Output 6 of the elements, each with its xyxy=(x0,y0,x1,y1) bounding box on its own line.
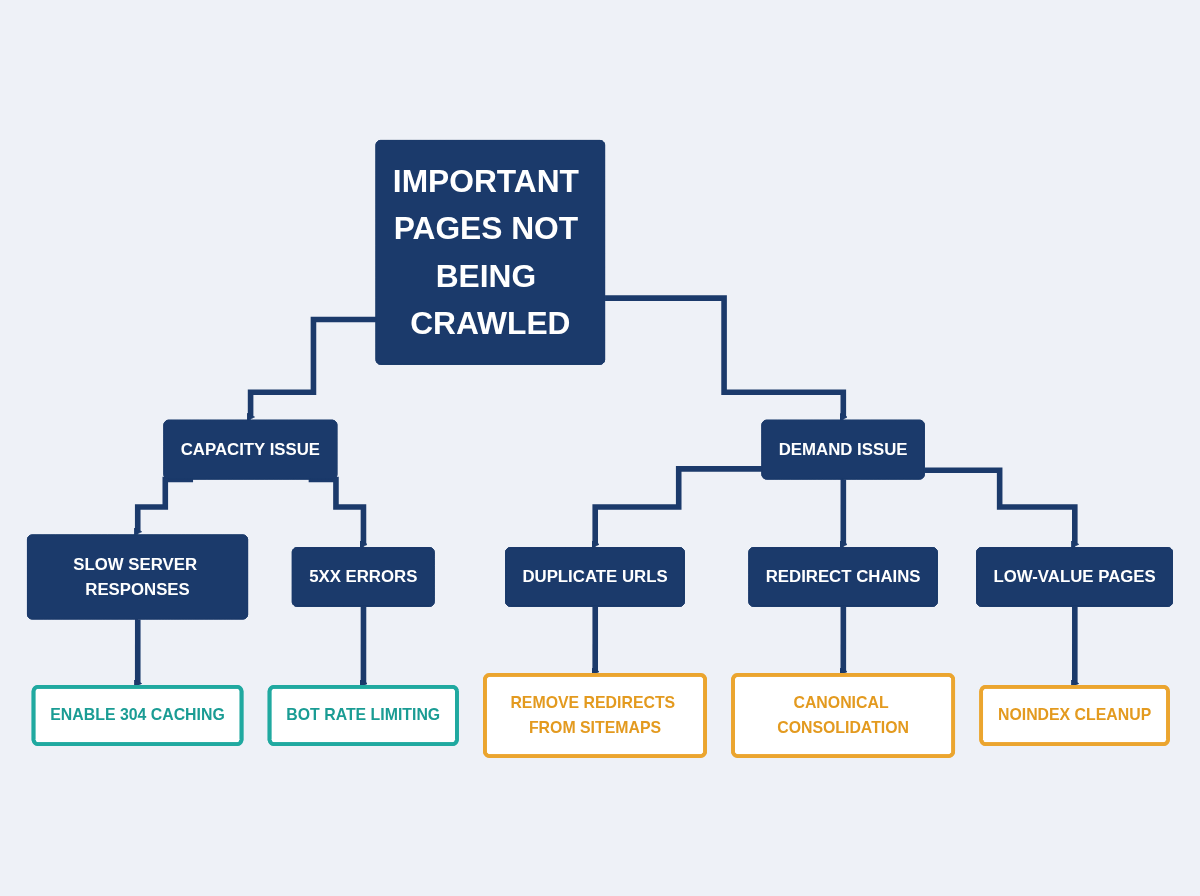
arrow xyxy=(591,465,763,549)
arrow xyxy=(133,476,194,536)
arrow xyxy=(246,316,377,421)
arrow xyxy=(308,476,368,549)
arrow xyxy=(605,295,848,421)
arrow xyxy=(924,467,1080,549)
